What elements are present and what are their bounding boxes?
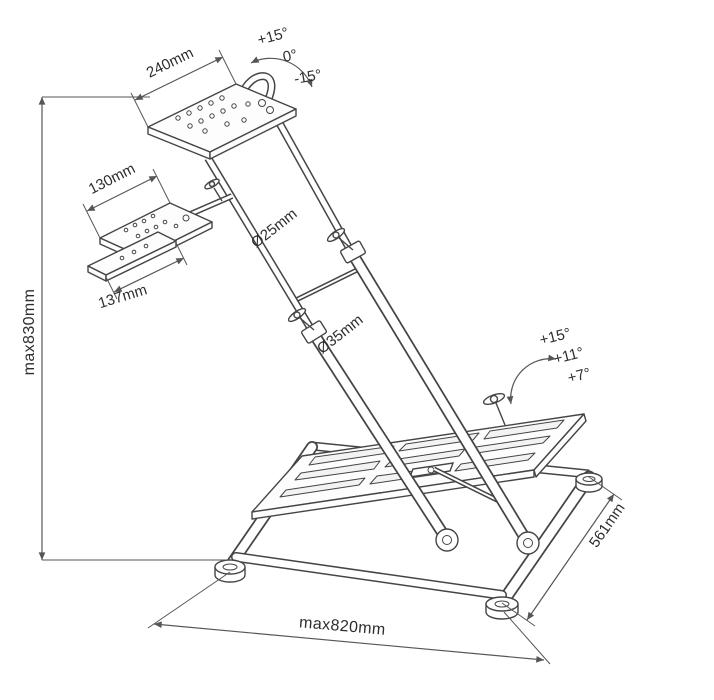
pedal-tilt-3-label: +7° <box>566 365 593 387</box>
plate-width-label: 240mm <box>144 44 196 81</box>
wheel-tilt-up-label: +15° <box>256 24 291 49</box>
wheel-tilt-down-label: -15° <box>293 66 323 88</box>
pedal-tilt-knob <box>482 392 506 426</box>
shifter-bracket-knob <box>204 178 223 202</box>
base-front-rail <box>231 552 507 600</box>
mast <box>204 72 540 555</box>
mast-hinge-front <box>435 528 459 552</box>
clamp-collar-rear <box>340 240 366 264</box>
dim-max-height: max830mm <box>21 96 232 561</box>
clamp-knob-front <box>287 307 315 331</box>
max-length-label: max820mm <box>298 614 386 638</box>
wheel-plate <box>147 83 297 160</box>
mast-hinge-rear <box>516 531 540 555</box>
upper-tube-diameter-label: Ø25mm <box>248 205 301 251</box>
shifter-width-label: 130mm <box>86 160 138 198</box>
pedal-tilt-1-label: +15° <box>538 325 573 349</box>
max-height-label: max830mm <box>21 289 38 376</box>
clamp-knob-rear <box>326 227 354 251</box>
dim-pedal-tilt: +15° +11° +7° <box>506 325 593 405</box>
foot-front-right <box>485 596 519 620</box>
shifter-depth-label: 137mm <box>96 281 149 312</box>
base-right-rail <box>495 470 596 610</box>
wheel-tilt-zero-label: 0° <box>281 46 299 66</box>
shifter-mount <box>87 178 234 282</box>
dim-max-length: max820mm <box>147 571 551 665</box>
foot-back-right <box>575 472 603 493</box>
pedal-tilt-2-label: +11° <box>552 344 586 368</box>
